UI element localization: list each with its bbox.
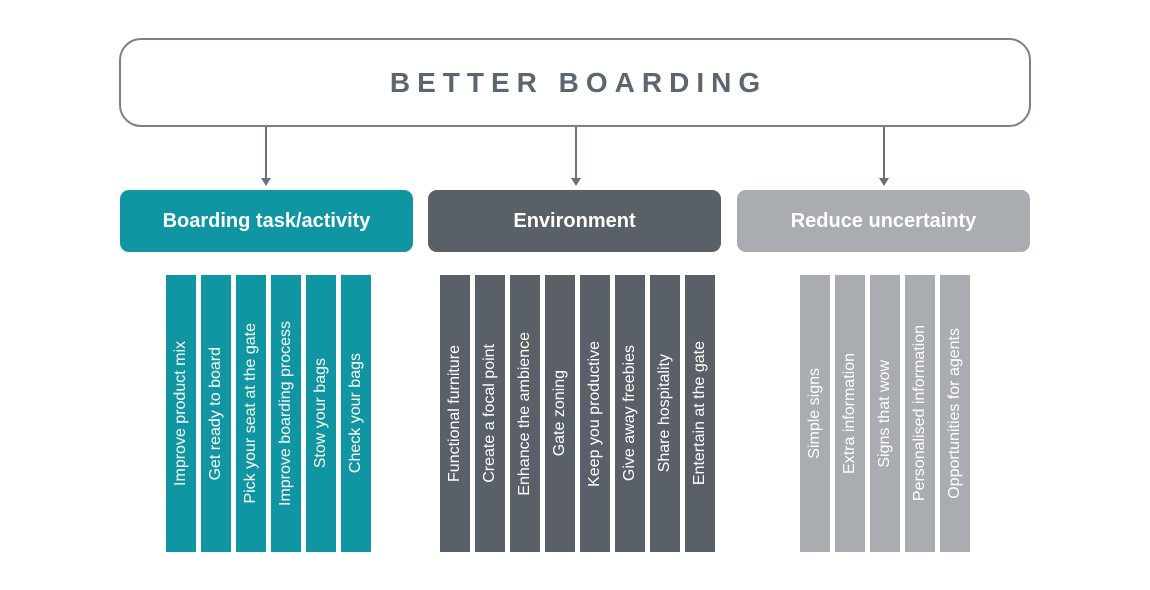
bar-label: Give away freebies bbox=[621, 345, 638, 482]
category-label: Boarding task/activity bbox=[162, 209, 371, 232]
bar-item: Opportunities for agents bbox=[940, 275, 970, 552]
bar-group-boarding-task-activity: Improve product mix Get ready to board P… bbox=[166, 275, 371, 552]
category-label: Reduce uncertainty bbox=[790, 209, 977, 232]
bar-item: Simple signs bbox=[800, 275, 830, 552]
diagram-title: BETTER BOARDING bbox=[389, 66, 768, 98]
arrowhead-icon bbox=[571, 178, 581, 186]
bar-label: Signs that wow bbox=[876, 359, 893, 468]
bar-label: Get ready to board bbox=[207, 346, 224, 481]
bar-label: Improve product mix bbox=[172, 341, 189, 486]
bar-label: Keep you productive bbox=[586, 340, 603, 487]
bar-item: Stow your bags bbox=[306, 275, 336, 552]
bar-item: Gate zoning bbox=[545, 275, 575, 552]
connector-arrow bbox=[879, 127, 889, 186]
bar-label: Entertain at the gate bbox=[691, 341, 708, 486]
bar-item: Improve product mix bbox=[166, 275, 196, 552]
bar-item: Improve boarding process bbox=[271, 275, 301, 552]
arrowhead-icon bbox=[879, 178, 889, 186]
bar-item: Create a focal point bbox=[475, 275, 505, 552]
bar-item: Check your bags bbox=[341, 275, 371, 552]
bar-label: Functional furniture bbox=[446, 345, 463, 482]
bar-label: Pick your seat at the gate bbox=[242, 323, 259, 504]
category-label: Environment bbox=[513, 209, 636, 232]
connector-arrow bbox=[261, 127, 271, 186]
bar-item: Personalised information bbox=[905, 275, 935, 552]
bar-item: Entertain at the gate bbox=[685, 275, 715, 552]
bar-label: Create a focal point bbox=[481, 344, 498, 483]
bar-group-reduce-uncertainty: Simple signs Extra information Signs tha… bbox=[800, 275, 970, 552]
bar-item: Enhance the ambience bbox=[510, 275, 540, 552]
bar-item: Signs that wow bbox=[870, 275, 900, 552]
root-node: BETTER BOARDING bbox=[119, 38, 1031, 127]
bar-label: Simple signs bbox=[806, 368, 823, 459]
bar-label: Extra information bbox=[841, 353, 858, 474]
connector-line bbox=[575, 127, 577, 178]
bar-label: Share hospitality bbox=[656, 354, 673, 473]
bar-label: Enhance the ambience bbox=[516, 331, 533, 496]
category-boarding-task-activity: Boarding task/activity bbox=[120, 190, 413, 252]
bar-item: Functional furniture bbox=[440, 275, 470, 552]
connector-line bbox=[265, 127, 267, 178]
category-reduce-uncertainty: Reduce uncertainty bbox=[737, 190, 1030, 252]
bar-item: Keep you productive bbox=[580, 275, 610, 552]
category-environment: Environment bbox=[428, 190, 721, 252]
connector-line bbox=[883, 127, 885, 178]
bar-label: Improve boarding process bbox=[277, 321, 294, 506]
bar-item: Get ready to board bbox=[201, 275, 231, 552]
bar-item: Extra information bbox=[835, 275, 865, 552]
connector-arrow bbox=[571, 127, 581, 186]
bar-label: Opportunities for agents bbox=[946, 328, 963, 499]
arrowhead-icon bbox=[261, 178, 271, 186]
bar-label: Gate zoning bbox=[551, 370, 568, 457]
bar-label: Personalised information bbox=[911, 325, 928, 502]
bar-label: Check your bags bbox=[347, 353, 364, 474]
bar-item: Pick your seat at the gate bbox=[236, 275, 266, 552]
bar-item: Share hospitality bbox=[650, 275, 680, 552]
bar-group-environment: Functional furniture Create a focal poin… bbox=[440, 275, 715, 552]
bar-item: Give away freebies bbox=[615, 275, 645, 552]
bar-label: Stow your bags bbox=[312, 358, 329, 469]
